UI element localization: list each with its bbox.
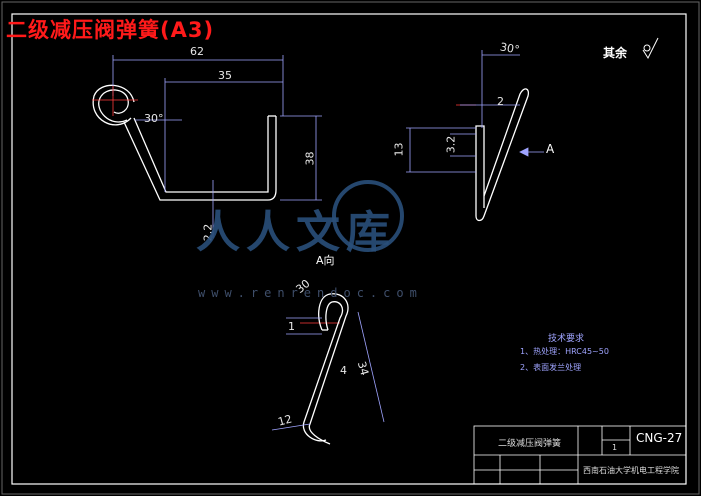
side-view-dimensions bbox=[406, 50, 544, 173]
a-view-dimensions bbox=[271, 311, 385, 431]
spring-front-view bbox=[92, 84, 277, 201]
front-view-dimensions bbox=[112, 55, 322, 238]
dim-4: 4 bbox=[340, 364, 347, 377]
surface-finish-symbol bbox=[642, 37, 659, 60]
drawing-title: 二级减压阀弹簧(A3) bbox=[6, 18, 215, 42]
watermark-text: 人人文库 bbox=[196, 207, 396, 258]
title-block-qty: 1 bbox=[612, 443, 618, 452]
title-block-school: 西南石油大学机电工程学院 bbox=[583, 466, 679, 475]
dim-62: 62 bbox=[190, 45, 204, 58]
dim-2: 2 bbox=[497, 95, 504, 108]
surface-finish-label: 其余 bbox=[603, 46, 628, 60]
view-a-title: A向 bbox=[316, 254, 335, 267]
view-arrow-a-label: A bbox=[546, 142, 555, 156]
dim-13: 13 bbox=[392, 142, 406, 157]
title-block-drawing-no: CNG-27 bbox=[636, 431, 683, 445]
dim-35: 35 bbox=[218, 69, 232, 82]
dim-1: 1 bbox=[288, 320, 295, 333]
title-block bbox=[473, 425, 687, 485]
dim-38: 38 bbox=[303, 151, 317, 166]
watermark-url: www.renrendoc.com bbox=[198, 286, 423, 300]
notes-item-2: 2、表面发兰处理 bbox=[520, 363, 582, 372]
inner-frame bbox=[11, 13, 687, 485]
spring-side-view bbox=[475, 88, 530, 222]
dim-30-left: 30° bbox=[144, 112, 164, 125]
spring-a-view bbox=[302, 293, 349, 445]
title-block-part-name: 二级减压阀弹簧 bbox=[498, 439, 562, 449]
dim-3-2: 3.2 bbox=[444, 135, 458, 154]
notes-heading: 技术要求 bbox=[548, 334, 585, 344]
notes-item-1: 1、热处理：HRC45~50 bbox=[520, 347, 609, 356]
watermark-logo-circle bbox=[332, 180, 404, 252]
